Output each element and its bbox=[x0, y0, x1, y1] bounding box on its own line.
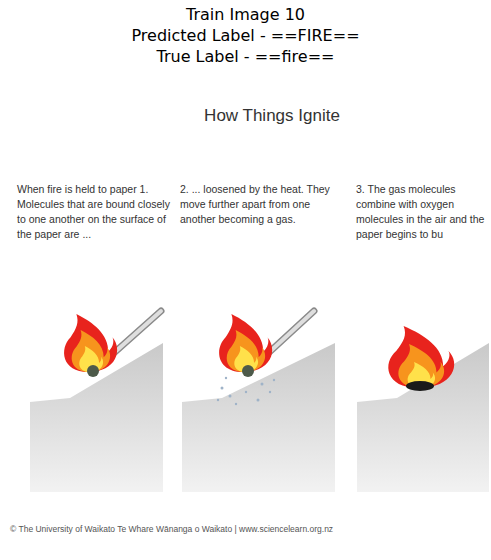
step-text: When fire is held to paper 1. Molecules … bbox=[17, 182, 175, 242]
copyright-note: © The University of Waikato Te Whare Wān… bbox=[10, 523, 485, 535]
figure-title: Predicted Label - ==FIRE== bbox=[0, 26, 491, 46]
figure-title: Train Image 10 bbox=[0, 5, 491, 25]
step-text: 3. The gas molecules combine with oxygen… bbox=[356, 182, 486, 242]
gas-molecules bbox=[217, 377, 275, 405]
paper-sheet bbox=[357, 343, 489, 492]
figure-title: True Label - ==fire== bbox=[0, 47, 491, 67]
paper-sheet bbox=[30, 343, 163, 492]
burning-paper bbox=[388, 326, 454, 391]
diagram-title: How Things Ignite bbox=[140, 106, 404, 126]
step-text: 2. ... loosened by the heat. They move f… bbox=[180, 182, 340, 227]
burning-match bbox=[64, 311, 161, 377]
burning-match bbox=[217, 311, 314, 405]
